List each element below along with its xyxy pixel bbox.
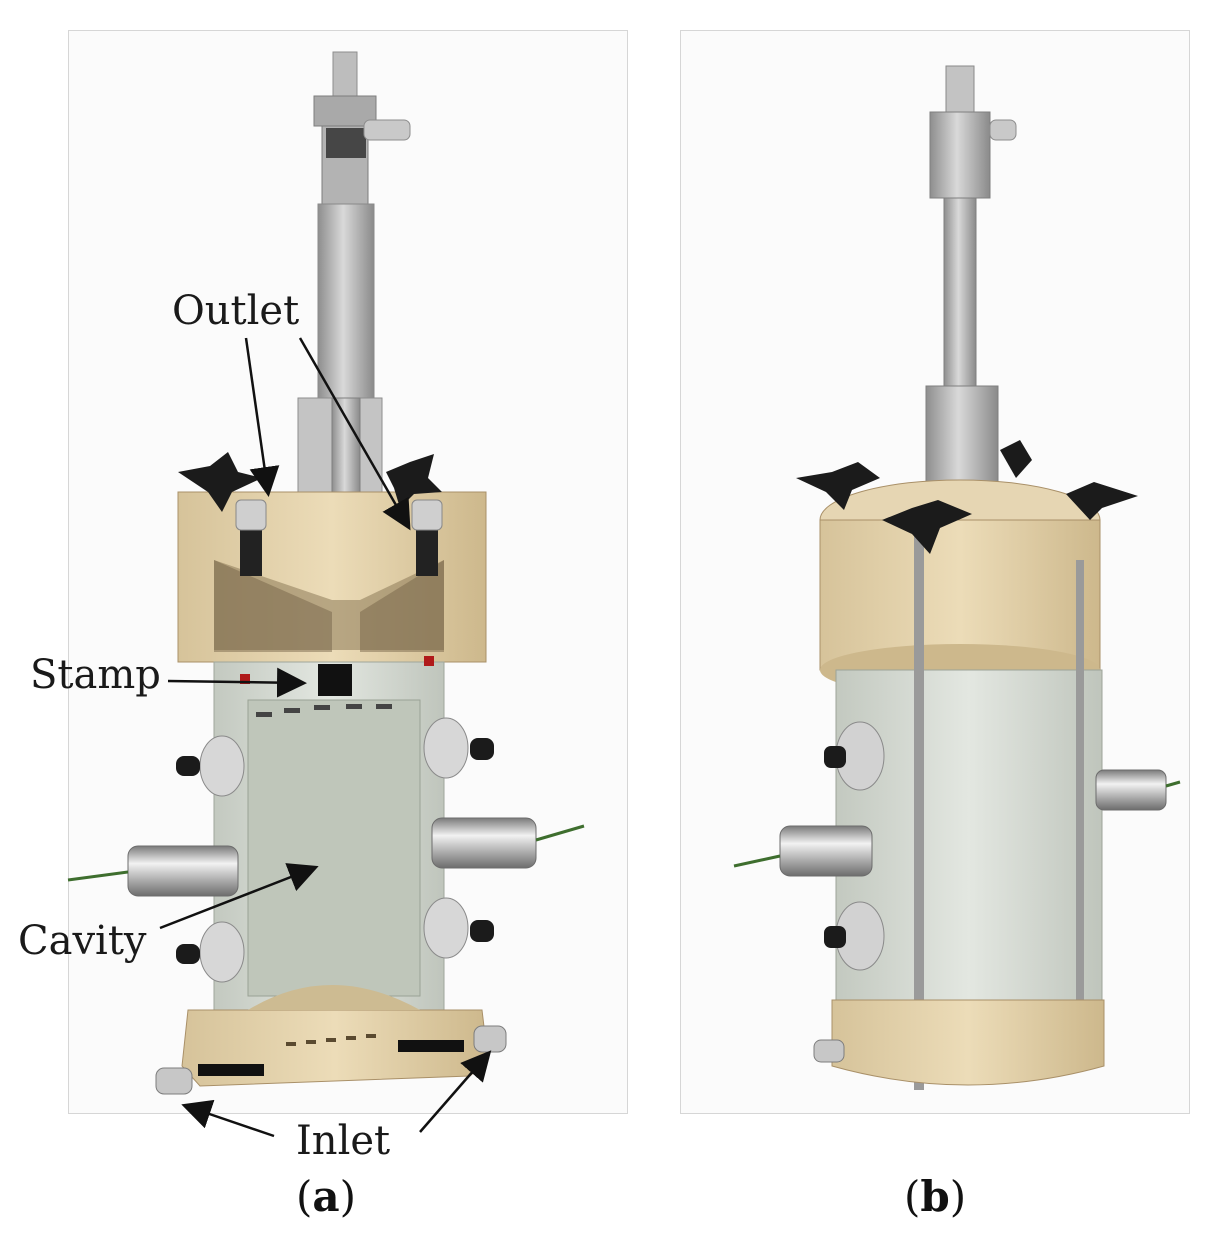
- caption-b-open: (: [904, 1172, 921, 1221]
- cavity-label: Cavity: [18, 918, 147, 964]
- caption-a-close: ): [339, 1172, 356, 1221]
- caption-b-close: ): [949, 1172, 967, 1221]
- caption-b-letter: b: [920, 1172, 950, 1221]
- inlet-label: Inlet: [296, 1118, 391, 1164]
- exterior-device: [733, 65, 1181, 1090]
- caption-a-open: (: [296, 1172, 313, 1221]
- stamp-label: Stamp: [30, 652, 161, 698]
- panel-b-caption: (b): [904, 1172, 966, 1221]
- cutaway-device: [67, 51, 585, 1095]
- annotation-arrows: [159, 337, 492, 1138]
- panel-a-caption: (a): [296, 1172, 356, 1221]
- outlet-label: Outlet: [172, 288, 300, 334]
- caption-a-letter: a: [312, 1172, 340, 1221]
